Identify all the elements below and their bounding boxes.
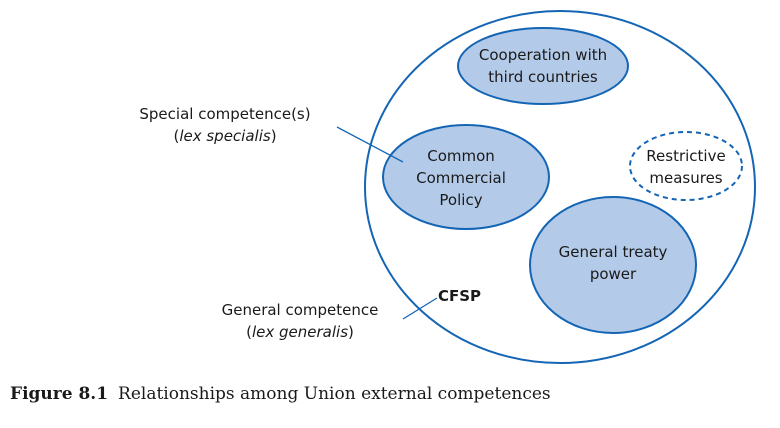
cooperation-ellipse xyxy=(457,27,629,105)
general-treaty-label: General treaty power xyxy=(528,241,698,285)
general-lex: lex generalis xyxy=(251,323,349,341)
general-leader-line xyxy=(402,297,438,320)
special-line-2: (lex specialis) xyxy=(120,125,330,147)
ccp-line-1: Common xyxy=(427,147,495,165)
restrictive-label: Restrictive measures xyxy=(626,145,746,189)
special-competence-annotation: Special competence(s) (lex specialis) xyxy=(120,103,330,147)
ccp-ellipse xyxy=(382,124,550,230)
special-close-paren: ) xyxy=(270,127,277,145)
general-treaty-line-2: power xyxy=(589,265,637,283)
special-lex: lex specialis xyxy=(179,127,271,145)
cooperation-label: Cooperation with third countries xyxy=(453,44,633,88)
cooperation-line-2: third countries xyxy=(488,68,598,86)
general-treaty-line-1: General treaty xyxy=(558,243,668,261)
special-open-paren: ( xyxy=(173,127,180,145)
restrictive-line-2: measures xyxy=(649,169,723,187)
restrictive-ellipse xyxy=(629,131,743,201)
figure-number: Figure 8.1 xyxy=(10,384,109,404)
general-line-2: (lex generalis) xyxy=(200,321,400,343)
cfsp-label: CFSP xyxy=(438,287,482,305)
special-line-1: Special competence(s) xyxy=(139,105,311,123)
cooperation-line-1: Cooperation with xyxy=(478,46,608,64)
outer-cfsp-ellipse xyxy=(364,10,756,364)
ccp-line-3: Policy xyxy=(439,191,483,209)
general-competence-annotation: General competence (lex generalis) xyxy=(200,299,400,343)
general-close-paren: ) xyxy=(348,323,354,341)
general-line-1: General competence xyxy=(221,301,379,319)
figure-caption-text: Relationships among Union external compe… xyxy=(118,384,551,404)
restrictive-line-1: Restrictive xyxy=(646,147,726,165)
figure-caption: Figure 8.1 Relationships among Union exte… xyxy=(10,384,551,404)
general-open-paren: ( xyxy=(246,323,252,341)
general-treaty-ellipse xyxy=(529,196,697,334)
ccp-line-2: Commercial xyxy=(416,169,506,187)
special-leader-line xyxy=(336,126,404,163)
ccp-label: Common Commercial Policy xyxy=(386,145,536,211)
